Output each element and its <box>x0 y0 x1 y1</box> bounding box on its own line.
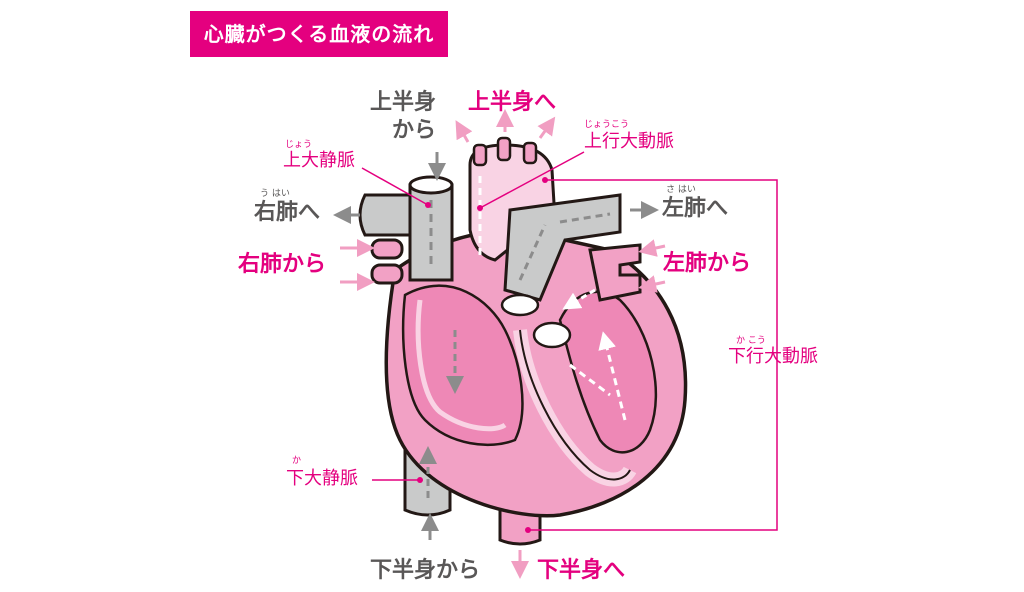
pulmonary-trunk <box>503 193 622 302</box>
label-upper-body-to: 上半身へ <box>468 90 557 115</box>
external-arrows <box>333 109 666 579</box>
label-left-lung-from: 左肺から <box>663 251 752 276</box>
page-title: 心臓がつくる血液の流れ <box>190 11 448 57</box>
ruby-left-lung-to: さ はい <box>666 185 696 195</box>
label-right-lung-from: 右肺から <box>238 252 327 277</box>
label-ascending-aorta: 上行大動脈 <box>584 131 674 152</box>
label-upper-body-from-2: から <box>392 118 437 143</box>
pulmonary-veins-right <box>370 238 404 285</box>
label-descending-aorta: 下行大動脈 <box>728 346 818 367</box>
label-left-lung-to: 左肺へ <box>662 196 729 221</box>
ruby-superior-vena-cava: じょう <box>285 140 313 150</box>
ruby-inferior-vena-cava: か <box>292 456 302 466</box>
leader-lines <box>361 151 778 533</box>
label-superior-vena-cava: 上大静脈 <box>283 150 355 171</box>
ruby-ascending-aorta: じょうこう <box>584 120 630 130</box>
label-right-lung-to: 右肺へ <box>254 200 321 225</box>
pulmonary-artery-right <box>358 193 412 237</box>
flow-arrows-white <box>562 288 627 421</box>
label-lower-body-to: 下半身へ <box>537 558 626 583</box>
flow-arrows-gray <box>419 330 464 498</box>
label-upper-body-from-1: 上半身 <box>370 90 437 115</box>
ruby-descending-aorta: か こう <box>736 336 766 346</box>
heart-valves <box>500 293 572 349</box>
superior-vena-cava-shape <box>408 175 454 282</box>
label-lower-body-from: 下半身から <box>370 558 481 583</box>
ruby-right-lung-to: う はい <box>260 189 290 199</box>
label-inferior-vena-cava: 下大静脈 <box>286 468 358 489</box>
